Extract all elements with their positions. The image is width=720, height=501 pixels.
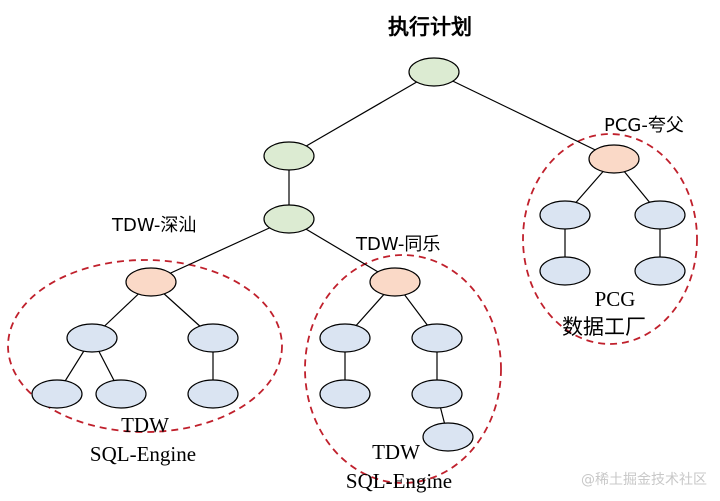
node-left-c xyxy=(31,379,83,409)
node-mid-c xyxy=(319,379,371,409)
node-mid-e xyxy=(422,422,474,452)
node-left-e xyxy=(187,379,239,409)
node-tdw-shenshan-root xyxy=(125,267,177,297)
edge-root-a xyxy=(288,71,435,157)
node-left-d xyxy=(95,379,147,409)
label-tdw-sql-mid-line2: SQL-Engine xyxy=(346,469,452,493)
diagram-title: 执行计划 xyxy=(388,15,472,39)
node-root xyxy=(408,57,460,87)
node-right-b xyxy=(634,200,686,230)
label-tdw-sql-mid-line1: TDW xyxy=(372,440,420,464)
node-mid-b xyxy=(411,323,463,353)
node-left-a xyxy=(66,323,118,353)
label-pcg-factory-line1: PCG xyxy=(595,287,636,311)
group-tdw-sql-engine-left xyxy=(7,259,283,433)
label-pcg-kuafu: PCG-夸父 xyxy=(604,115,684,136)
node-right-d xyxy=(634,256,686,286)
node-left-b xyxy=(187,323,239,353)
label-tdw-sql-left-line2: SQL-Engine xyxy=(90,442,196,466)
group-pcg-data-factory xyxy=(522,133,698,345)
node-level2 xyxy=(263,204,315,234)
label-tdw-shenshan: TDW-深汕 xyxy=(111,215,196,236)
group-tdw-sql-engine-middle xyxy=(304,254,502,484)
node-right-a xyxy=(539,200,591,230)
node-mid-d xyxy=(411,379,463,409)
node-tdw-tongle-root xyxy=(369,267,421,297)
label-tdw-sql-left-line1: TDW xyxy=(121,413,169,437)
edge-root-b xyxy=(433,71,615,160)
label-tdw-tongle: TDW-同乐 xyxy=(355,234,440,255)
node-right-c xyxy=(539,256,591,286)
node-level1 xyxy=(263,141,315,171)
watermark-text: @稀土掘金技术社区 xyxy=(581,472,707,488)
edge-c-left xyxy=(150,218,290,283)
label-pcg-factory-line2: 数据工厂 xyxy=(562,315,646,339)
node-pcg-kuafu-root xyxy=(588,144,640,174)
tree-nodes xyxy=(31,57,686,452)
node-mid-a xyxy=(319,323,371,353)
